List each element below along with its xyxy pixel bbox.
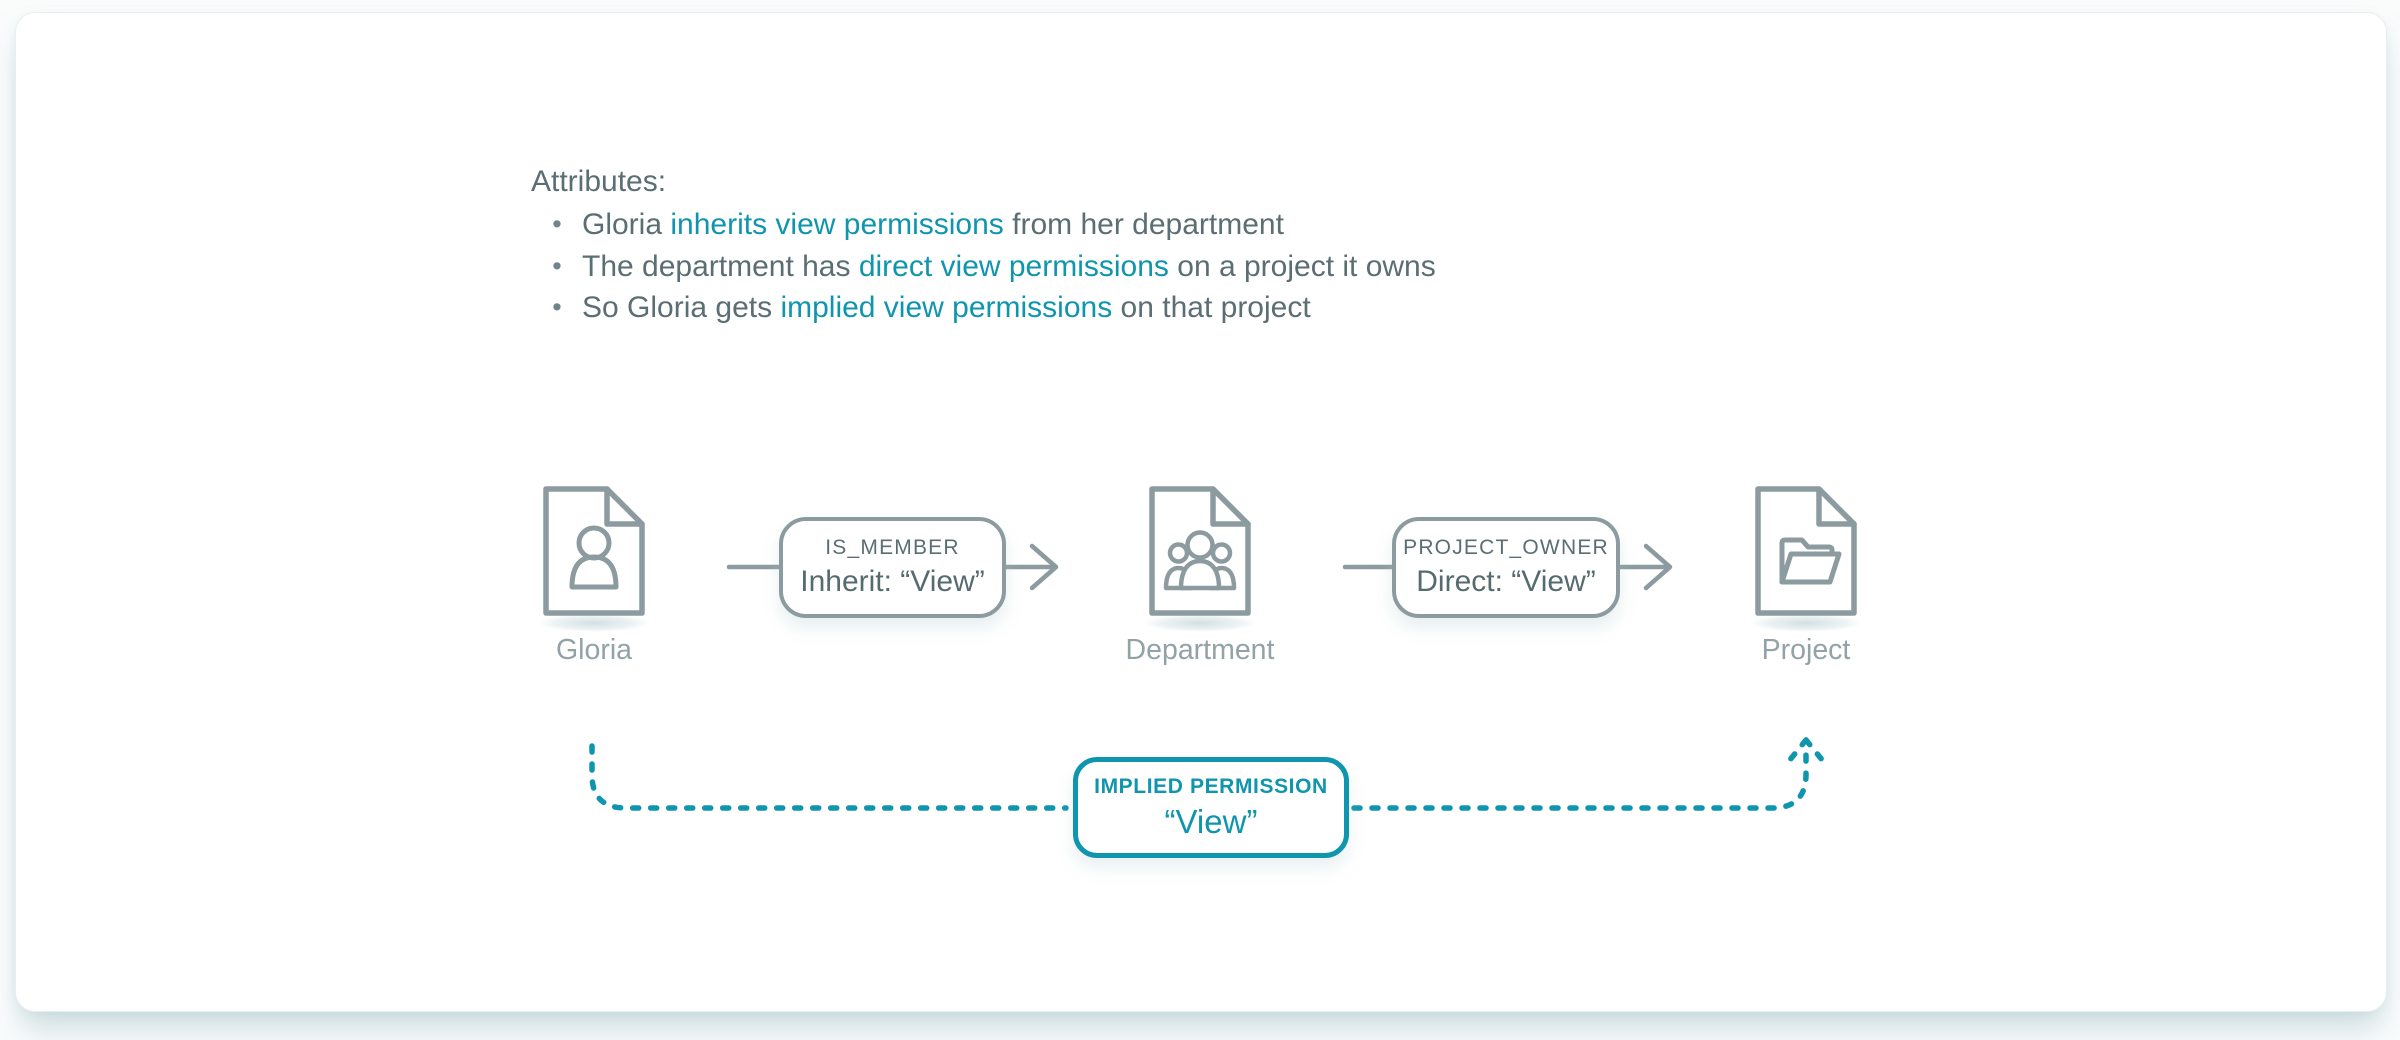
bullet-icon: • <box>552 292 562 322</box>
implied-permission-title: IMPLIED PERMISSION <box>1094 774 1328 798</box>
attribute-text-plain: on that project <box>1112 291 1311 324</box>
bullet-icon: • <box>552 209 562 239</box>
implied-permission-box: IMPLIED PERMISSION “View” <box>1073 757 1349 858</box>
node-label-gloria: Gloria <box>555 634 633 666</box>
attributes-heading: Attributes: <box>531 165 667 198</box>
attribute-text: Gloria inherits view permissions from he… <box>582 204 1284 246</box>
attribute-text-highlight: inherits view permissions <box>670 208 1004 241</box>
edge-box-is-member: IS_MEMBER Inherit: “View” <box>779 517 1006 618</box>
attribute-text-highlight: direct view permissions <box>858 249 1169 283</box>
bullet-icon: • <box>552 250 562 281</box>
attribute-text-plain: Gloria <box>582 208 671 241</box>
attribute-text-plain: So Gloria gets <box>582 291 781 324</box>
attribute-text-highlight: implied view permissions <box>780 291 1113 324</box>
attribute-item: • The department has direct view permiss… <box>531 246 1436 288</box>
attribute-text-plain: The department has <box>582 249 859 283</box>
edge-permission-label: Direct: “View” <box>1416 565 1596 598</box>
node-label-department: Department <box>1125 634 1275 666</box>
attributes-block: Attributes: • Gloria inherits view permi… <box>531 160 1436 329</box>
attribute-text: The department has direct view permissio… <box>582 246 1436 288</box>
attribute-text-plain: on a project it owns <box>1168 249 1436 283</box>
edge-relation-label: PROJECT_OWNER <box>1403 536 1609 559</box>
edge-box-project-owner: PROJECT_OWNER Direct: “View” <box>1392 517 1620 618</box>
attribute-text: So Gloria gets implied view permissions … <box>582 287 1311 329</box>
attribute-item: • So Gloria gets implied view permission… <box>531 287 1436 329</box>
implied-permission-value: “View” <box>1164 802 1258 840</box>
edge-relation-label: IS_MEMBER <box>825 536 960 559</box>
edge-permission-label: Inherit: “View” <box>800 565 985 598</box>
node-label-project: Project <box>1761 634 1851 666</box>
attribute-item: • Gloria inherits view permissions from … <box>531 204 1436 246</box>
attribute-text-plain: from her department <box>1003 208 1284 241</box>
